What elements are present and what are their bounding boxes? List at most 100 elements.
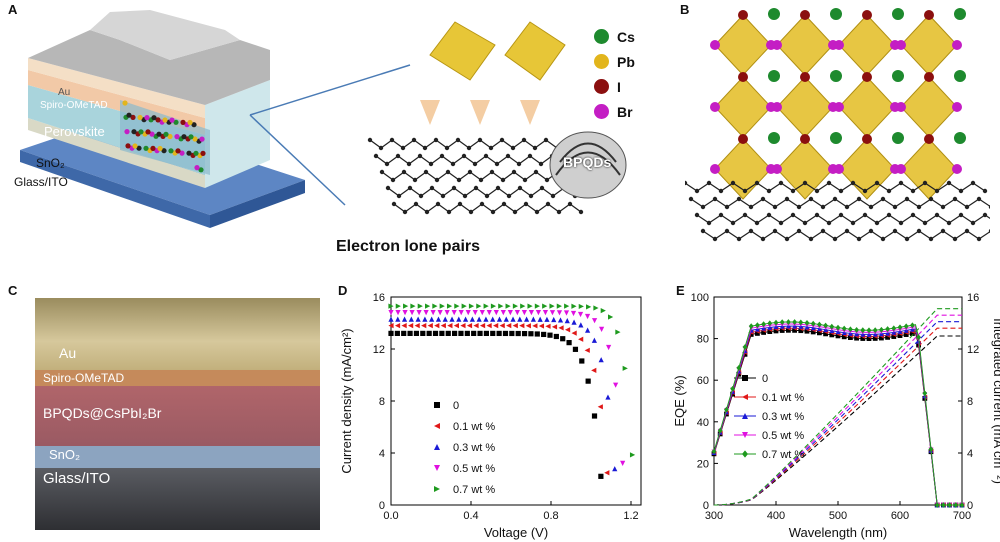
jv-point (527, 303, 533, 309)
jv-point (432, 303, 438, 309)
jv-point (534, 331, 540, 337)
jv-point (615, 329, 621, 335)
pbx6-octahedron (838, 76, 896, 138)
jv-point (456, 316, 462, 322)
jv-point (629, 452, 636, 458)
y-tick-label: 100 (691, 292, 709, 304)
bromine-atom (772, 164, 782, 174)
x-tick-label: 300 (705, 510, 723, 522)
jv-point (469, 316, 475, 322)
jv-point (605, 394, 611, 400)
crystal-atom (156, 131, 162, 137)
bp-chain (393, 203, 582, 213)
jv-point (503, 316, 509, 322)
legend-marker (742, 432, 748, 438)
jv-point (598, 473, 604, 479)
cs-atom-icon (594, 29, 609, 44)
jv-point (585, 327, 591, 333)
jv-point (426, 330, 432, 337)
jv-point (622, 365, 628, 371)
jv-point (466, 323, 473, 329)
crystal-atom (162, 117, 168, 123)
y-tick-label: 0 (379, 500, 385, 512)
jv-point (458, 330, 464, 337)
y2-axis-label: Integrated current (mA cm⁻²) (991, 318, 1000, 484)
legend-label: 0.5 wt % (453, 463, 495, 475)
pbx6-octahedron (900, 138, 958, 200)
pbx6-octahedron (776, 14, 834, 76)
crystal-atom (130, 114, 136, 120)
y-axis-label: Current density (mA/cm²) (339, 328, 354, 473)
iodine-atom (800, 72, 810, 82)
jv-point (422, 316, 428, 322)
jv-point (530, 316, 536, 322)
jv-point (394, 323, 401, 329)
jv-point (524, 316, 530, 322)
pbx6-octahedron (714, 76, 772, 138)
legend-i: I (594, 74, 644, 99)
jv-point (535, 310, 542, 316)
jv-point (477, 330, 483, 337)
cesium-atom (830, 8, 842, 20)
y-tick-label: 80 (697, 334, 709, 346)
jv-point (483, 303, 489, 309)
jv-point (560, 336, 566, 342)
jv-point (564, 327, 571, 333)
jv-point (514, 310, 520, 316)
sem-layer-glass (35, 468, 320, 530)
cesium-atom (830, 132, 842, 144)
jv-point (542, 310, 549, 316)
panel-b-letter: B (680, 2, 690, 17)
y2-tick-label: 8 (967, 396, 973, 408)
crystal-atom (163, 131, 169, 137)
iodine-atom (800, 134, 810, 144)
jv-point (517, 316, 523, 322)
integrated-current-line (713, 321, 962, 506)
legend-marker (434, 423, 440, 429)
jv-point (537, 316, 543, 322)
jv-point (512, 303, 519, 309)
bromine-atom (896, 164, 906, 174)
sem-label-au: Au (59, 345, 77, 361)
jv-point (486, 310, 492, 316)
jv-point (486, 323, 492, 329)
pbx6-octahedron (838, 14, 896, 76)
bp-chain (702, 230, 990, 240)
jv-point (534, 303, 540, 309)
jv-point (525, 323, 531, 329)
jv-point (591, 318, 598, 324)
jv-point (413, 330, 420, 336)
jv-point (507, 310, 513, 316)
y-tick-label: 12 (373, 344, 385, 356)
jv-point (439, 330, 445, 337)
legend-label: 0 (453, 400, 459, 412)
jv-point (388, 330, 394, 336)
legend-marker (434, 465, 440, 471)
jv-point (612, 466, 618, 472)
jv-point (600, 308, 606, 314)
jv-point (510, 316, 516, 322)
bromine-atom (834, 40, 844, 50)
integrated-current-line (713, 335, 962, 506)
crystal-atom (192, 136, 198, 142)
bromine-atom (710, 102, 720, 112)
bromine-atom (772, 40, 782, 50)
jv-point (460, 323, 466, 329)
jv-point (571, 319, 577, 325)
crystal-atom (168, 148, 174, 154)
pbx6-octahedron (900, 76, 958, 138)
jv-point (541, 331, 547, 338)
crystal-atom (199, 136, 205, 142)
legend-marker (742, 375, 748, 381)
jv-point (409, 310, 415, 316)
jv-point (458, 310, 464, 316)
y-tick-label: 4 (379, 448, 385, 460)
jv-point (572, 346, 579, 352)
panel-b-crystal-structure (685, 8, 990, 242)
crystal-atom (149, 131, 155, 137)
jv-point (476, 303, 482, 309)
cesium-atom (892, 132, 904, 144)
legend-label: 0.3 wt % (453, 442, 495, 454)
pbx6-octahedron (776, 138, 834, 200)
